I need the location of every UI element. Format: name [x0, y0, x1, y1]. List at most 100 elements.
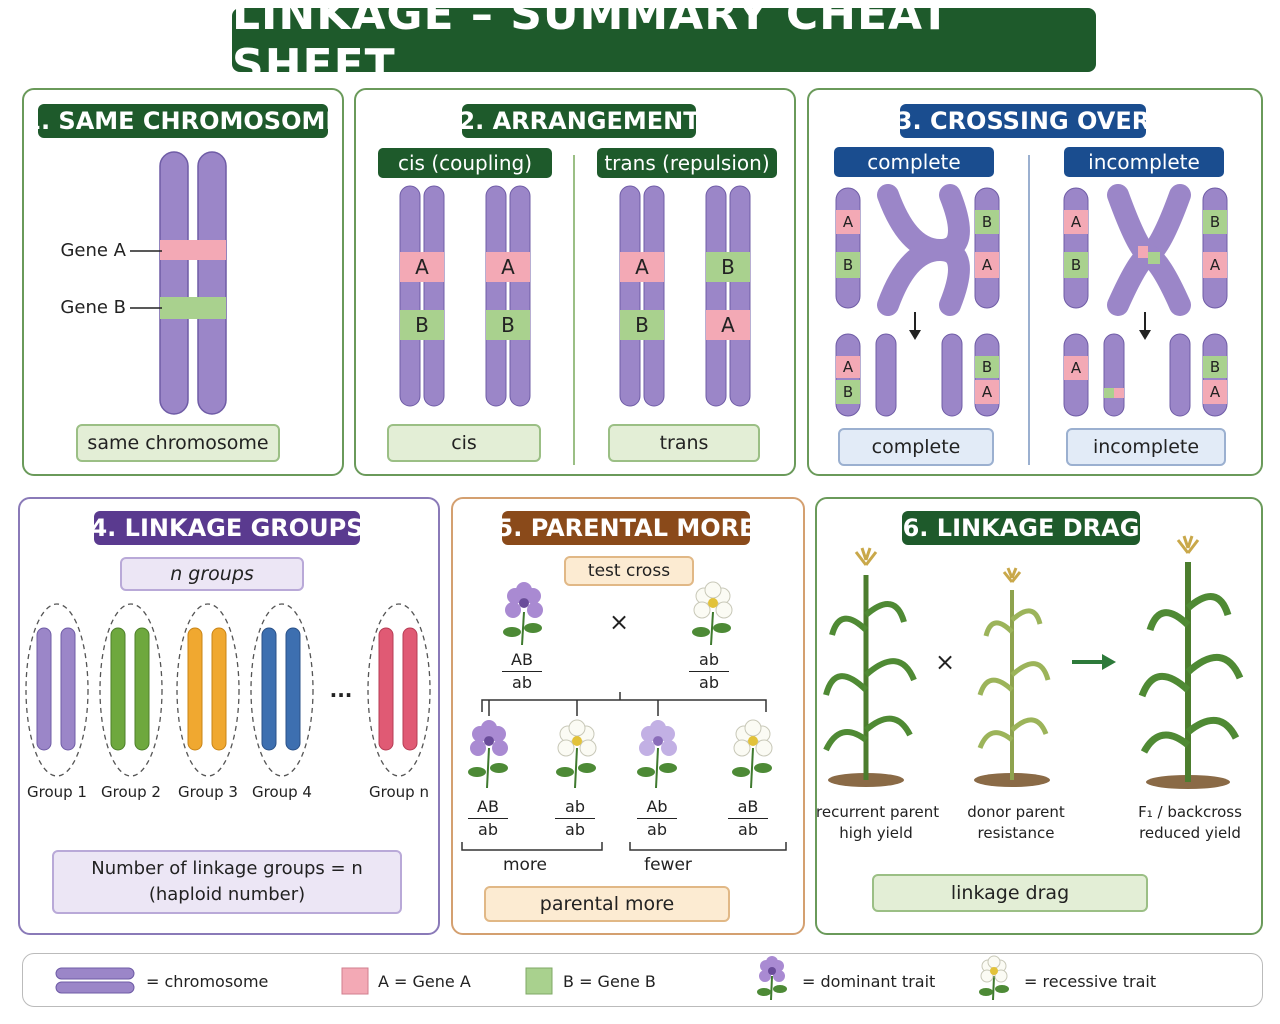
cis-caption: cis	[387, 424, 541, 462]
gene-b-swatch-icon	[525, 967, 553, 995]
offspring4-genotype-top: aB	[728, 796, 768, 819]
legend-icons	[55, 955, 1009, 1001]
panel1-caption: same chromosome	[76, 424, 280, 462]
co-complete-bot-left-b: B	[842, 383, 854, 401]
panel2-header: 2. ARRANGEMENT	[458, 104, 700, 138]
panel3-divider	[1028, 155, 1030, 465]
corn-plants-diagram	[823, 535, 1244, 789]
cis-allele-a-1: A	[415, 255, 429, 279]
trans-allele-b-2: B	[721, 255, 735, 279]
panel5-header: 5. PARENTAL MORE	[497, 511, 756, 545]
panel4-header: 4. LINKAGE GROUPS	[90, 511, 364, 545]
corn-plant-f1	[1138, 535, 1244, 789]
corn-plant-donor	[974, 567, 1051, 787]
offspring2-genotype-top: ab	[555, 796, 595, 819]
trans-label: trans (repulsion)	[597, 148, 777, 178]
arrangement-chromosomes	[399, 185, 751, 407]
trans-allele-b-1: B	[635, 313, 649, 337]
donor-line1: donor parent	[967, 803, 1065, 821]
offspring1-genotype-top: AB	[468, 796, 508, 819]
offspring2-genotype-bottom: ab	[565, 820, 585, 839]
parent1-genotype-bottom: ab	[512, 673, 532, 692]
co-incomplete-top-left-b: B	[1070, 256, 1082, 274]
offspring3-genotype: Ab ab	[637, 796, 677, 841]
cis-allele-b-2: B	[501, 313, 515, 337]
recurrent-parent-label: recurrent parent high yield	[816, 802, 940, 844]
dominant-trait-icon	[757, 956, 787, 1001]
donor-line2: resistance	[977, 824, 1055, 842]
group-label-4: Group 4	[252, 783, 312, 801]
groups-ellipsis: ...	[329, 678, 353, 702]
co-complete-bot-right-b: B	[981, 358, 993, 376]
group-label-2: Group 2	[101, 783, 161, 801]
corn-plant-recurrent	[823, 547, 917, 787]
cross-symbol: ×	[608, 608, 630, 636]
group-label-3: Group 3	[178, 783, 238, 801]
trans-allele-a-2: A	[721, 313, 735, 337]
cis-allele-b-1: B	[415, 313, 429, 337]
chromosome-pair-diagram	[130, 151, 227, 415]
panel3-header: 3. CROSSING OVER	[896, 104, 1150, 138]
co-incomplete-bot-right-a: A	[1209, 383, 1221, 401]
incomplete-caption: incomplete	[1066, 428, 1226, 466]
parent2-genotype-top: ab	[689, 649, 729, 672]
parent2-genotype-bottom: ab	[699, 673, 719, 692]
offspring4-genotype: aB ab	[728, 796, 768, 841]
co-incomplete-top-right-b: B	[1209, 213, 1221, 231]
group-label-1: Group 1	[27, 783, 87, 801]
complete-label: complete	[834, 147, 994, 177]
gene-a-swatch-icon	[341, 967, 369, 995]
n-groups-label: n groups	[120, 557, 304, 591]
gene-a-label: Gene A	[60, 240, 126, 261]
co-complete-bot-right-a: A	[981, 383, 993, 401]
page-title: LINKAGE – SUMMARY CHEAT SHEET	[232, 0, 1096, 91]
crossing-over-diagram	[835, 184, 1228, 417]
legend-chromosome: = chromosome	[146, 972, 269, 991]
legend-gene-b: B = Gene B	[563, 972, 656, 991]
parent2-genotype: ab ab	[689, 649, 729, 694]
parent1-genotype-top: AB	[502, 649, 542, 672]
chromosome-icon	[55, 967, 135, 994]
panel6-header: 6. LINKAGE DRAG	[902, 511, 1140, 545]
legend-gene-a: A = Gene A	[378, 972, 471, 991]
panel2-divider	[573, 155, 575, 465]
offspring1-genotype-bottom: ab	[478, 820, 498, 839]
offspring4-genotype-bottom: ab	[738, 820, 758, 839]
recurrent-line1: recurrent parent	[816, 803, 940, 821]
offspring3-genotype-top: Ab	[637, 796, 677, 819]
co-incomplete-bot-left-a: A	[1070, 359, 1082, 377]
recurrent-line2: high yield	[839, 824, 913, 842]
panel-linkage-drag	[815, 497, 1263, 935]
co-complete-top-right-b: B	[981, 213, 993, 231]
offspring1-genotype: AB ab	[468, 796, 508, 841]
linkage-groups-caption-line1: Number of linkage groups = n	[91, 858, 363, 879]
f1-backcross-label: F₁ / backcross reduced yield	[1130, 802, 1250, 844]
donor-parent-label: donor parent resistance	[956, 802, 1076, 844]
gene-b-label: Gene B	[60, 297, 126, 318]
incomplete-label: incomplete	[1064, 147, 1224, 177]
test-cross-diagram	[461, 581, 787, 851]
dominant-flower-icon	[503, 582, 543, 646]
complete-caption: complete	[838, 428, 994, 466]
co-incomplete-top-right-a: A	[1209, 256, 1221, 274]
co-complete-top-right-a: A	[981, 256, 993, 274]
fewer-label: fewer	[644, 855, 692, 875]
offspring3-genotype-bottom: ab	[647, 820, 667, 839]
linkage-drag-caption: linkage drag	[872, 874, 1148, 912]
parental-more-caption: parental more	[484, 886, 730, 922]
legend-bar	[22, 953, 1263, 1007]
parent1-genotype: AB ab	[502, 649, 542, 694]
cis-allele-a-2: A	[501, 255, 515, 279]
cis-label: cis (coupling)	[378, 148, 552, 178]
group-label-n: Group n	[369, 783, 429, 801]
offspring2-genotype: ab ab	[555, 796, 595, 841]
trans-caption: trans	[608, 424, 760, 462]
trans-allele-a-1: A	[635, 255, 649, 279]
panel1-header: 1. SAME CHROMOSOME	[24, 104, 342, 138]
co-complete-top-left-a: A	[842, 213, 854, 231]
legend-recessive: = recessive trait	[1024, 972, 1157, 991]
f1-line2: reduced yield	[1139, 824, 1241, 842]
recessive-trait-icon	[979, 955, 1009, 1001]
co-complete-top-left-b: B	[842, 256, 854, 274]
test-cross-label: test cross	[564, 556, 694, 586]
